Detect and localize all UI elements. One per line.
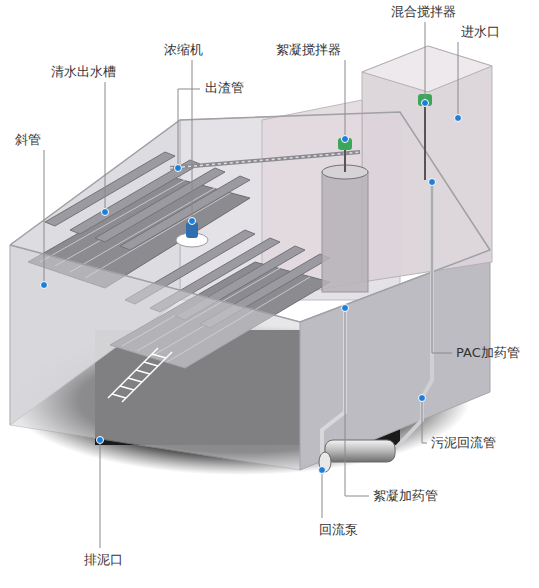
callout-label: PAC加药管 <box>455 345 521 361</box>
scum-pipe <box>170 152 360 168</box>
mix-shaft <box>424 104 426 180</box>
callout-label: 污泥回流管 <box>430 435 497 451</box>
leader-lines <box>44 22 458 548</box>
top-rim <box>10 112 490 322</box>
inlet-chamber <box>362 46 492 282</box>
callout-label: 清水出水槽 <box>50 64 117 80</box>
callout-label: 排泥口 <box>83 552 124 568</box>
callout-label: 浓缩机 <box>163 42 204 58</box>
dosing-pipe <box>322 308 345 462</box>
callout-label: 进水口 <box>460 24 501 40</box>
callout-dots <box>41 100 462 474</box>
return-pipe <box>392 182 432 452</box>
front-wall <box>10 245 300 470</box>
stairs <box>108 348 172 402</box>
callout-label: 絮凝搅拌器 <box>275 42 342 58</box>
inlet-top <box>362 46 492 92</box>
floc-cylinder <box>322 172 368 292</box>
callout-label: 混合搅拌器 <box>390 4 457 20</box>
pump <box>325 440 395 462</box>
callout-label: 出渣管 <box>204 80 245 96</box>
scum-pipe-highlight <box>170 152 360 168</box>
callout-label: 回流泵 <box>318 522 359 538</box>
callout-label: 斜管 <box>14 132 42 148</box>
callout-label: 絮凝加药管 <box>372 488 439 504</box>
